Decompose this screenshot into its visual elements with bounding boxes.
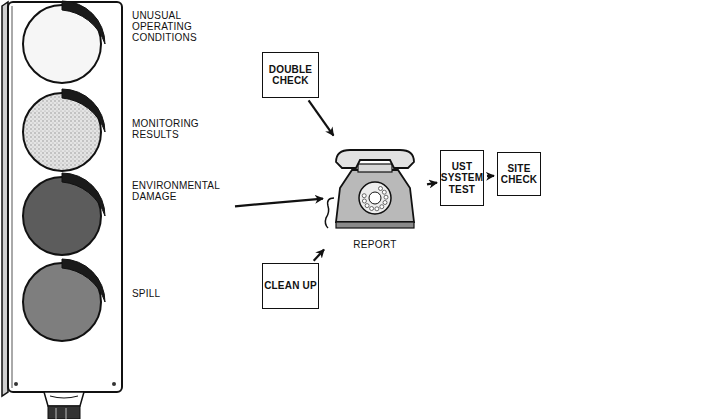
pole-base-line <box>66 408 67 419</box>
housing-bolt <box>112 382 116 386</box>
signal-lamp-node: UNUSUAL OPERATING CONDITIONS <box>18 0 232 88</box>
process-box: CLEAN UP <box>262 263 319 309</box>
flow-arrow <box>314 250 324 261</box>
node-text: UST SYSTEM TEST <box>441 161 483 195</box>
dial-hole <box>370 207 374 211</box>
housing-front <box>8 2 122 392</box>
lamp-visor <box>62 173 105 216</box>
dial-hole <box>384 195 388 199</box>
signal-lamp <box>18 88 232 176</box>
lamp-visor <box>62 1 105 44</box>
flow-arrow <box>487 175 494 178</box>
phone-cord <box>325 198 334 228</box>
telephone-icon <box>326 138 424 250</box>
process-box: SITE CHECK <box>497 152 541 196</box>
dial-hole <box>362 194 366 198</box>
telephone-node: REPORT <box>326 138 424 250</box>
lamp-label: ENVIRONMENTAL DAMAGE <box>132 180 232 202</box>
dial-hole <box>382 190 386 194</box>
lamp-label: SPILL <box>132 288 232 299</box>
phone-base <box>336 222 414 228</box>
phone-cradle <box>358 164 392 172</box>
phone-dial <box>359 182 391 214</box>
dial-hole <box>365 204 369 208</box>
node-text: SITE CHECK <box>499 163 539 185</box>
node-text: ENVIRONMENTAL DAMAGE <box>132 180 232 202</box>
signal-lamp <box>18 0 232 88</box>
flow-arrow <box>235 199 323 207</box>
node-text: UNUSUAL OPERATING CONDITIONS <box>132 10 232 44</box>
dial-hole <box>383 201 387 205</box>
node-text: DOUBLE CHECK <box>264 64 317 86</box>
phone-dial-center <box>369 192 381 204</box>
housing-edge <box>12 6 13 388</box>
housing-bolt <box>14 382 18 386</box>
phone-label: REPORT <box>326 239 424 250</box>
signal-lamp-node: SPILL <box>18 258 232 346</box>
process-box: DOUBLE CHECK <box>262 52 319 98</box>
process-box: UST SYSTEM TEST <box>440 150 484 206</box>
dial-hole <box>362 199 366 203</box>
signal-lamp-node: MONITORING RESULTS <box>18 88 232 176</box>
node-text: SPILL <box>132 288 232 299</box>
dial-hole <box>380 205 384 209</box>
lamp-label: UNUSUAL OPERATING CONDITIONS <box>132 10 232 44</box>
node-text: REPORT <box>326 239 424 250</box>
node-text: MONITORING RESULTS <box>132 118 232 140</box>
lamp-visor <box>62 259 105 302</box>
dial-hole <box>379 187 383 191</box>
phone-body <box>336 170 414 222</box>
pole-collar-line <box>50 396 78 398</box>
flow-arrow <box>427 183 437 185</box>
pole-base-line <box>56 408 57 419</box>
signal-lamp-node: ENVIRONMENTAL DAMAGE <box>18 172 232 260</box>
phone-handset <box>336 150 414 168</box>
flow-arrow <box>309 100 334 135</box>
lamp-visor <box>62 89 105 132</box>
pole-base <box>48 406 80 419</box>
dial-hole <box>375 207 379 211</box>
lamp-label: MONITORING RESULTS <box>132 118 232 140</box>
pole-collar <box>44 392 84 406</box>
node-text: CLEAN UP <box>264 280 317 291</box>
signal-lamp <box>18 258 232 346</box>
